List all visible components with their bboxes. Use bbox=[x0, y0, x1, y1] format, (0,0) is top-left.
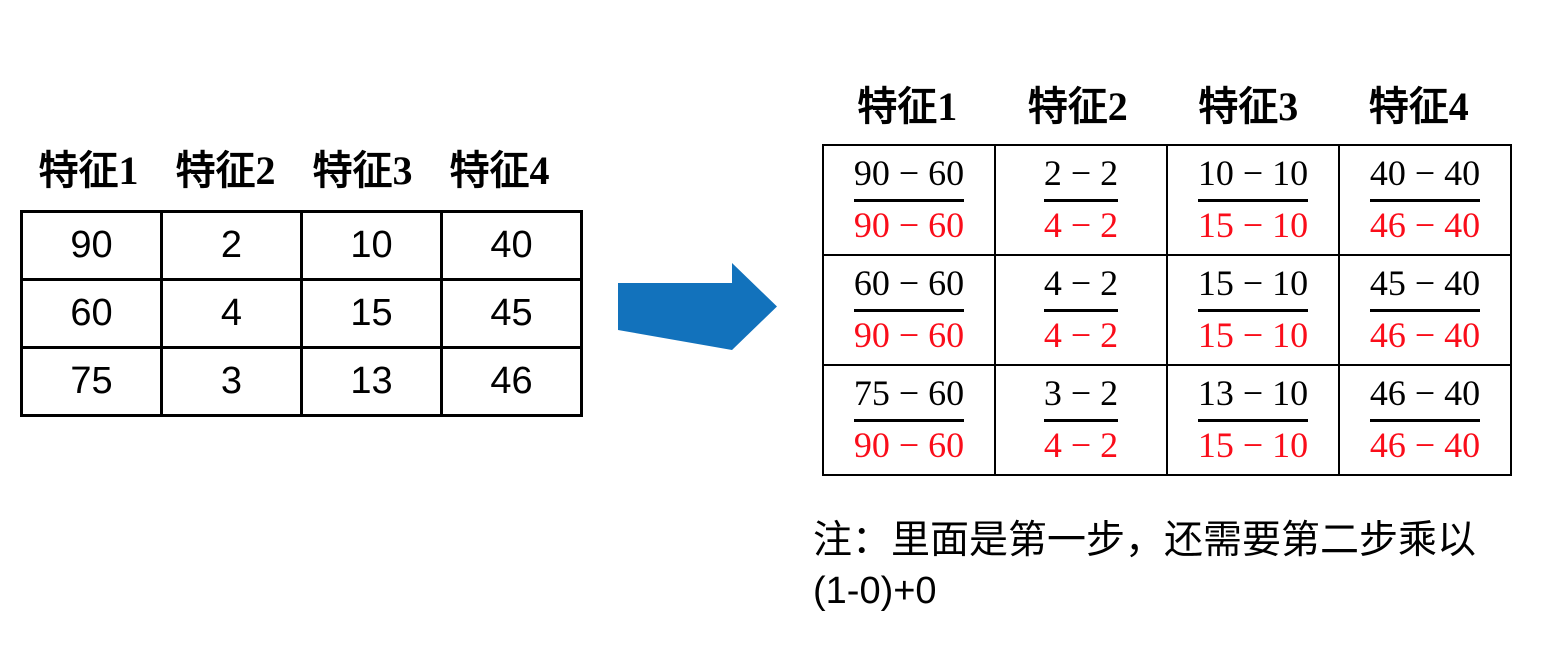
right-arrow-icon bbox=[618, 263, 777, 350]
source-table-header-row: 特征1 特征2 特征3 特征4 bbox=[20, 138, 568, 193]
fraction-denominator: 46 − 40 bbox=[1369, 425, 1481, 465]
fraction-denominator: 4 − 2 bbox=[1043, 205, 1119, 245]
source-cell: 40 bbox=[440, 210, 583, 281]
fraction-numerator: 2 − 2 bbox=[1043, 153, 1119, 194]
fraction: 60 − 60 90 − 60 bbox=[849, 263, 969, 355]
fraction-bar bbox=[1369, 199, 1481, 202]
fraction: 90 − 60 90 − 60 bbox=[849, 153, 969, 245]
source-cell: 60 bbox=[20, 278, 163, 349]
fraction: 4 − 2 4 − 2 bbox=[1039, 263, 1123, 355]
fraction-numerator: 15 − 10 bbox=[1197, 263, 1309, 304]
source-header-feature2: 特征2 bbox=[175, 148, 276, 193]
source-header-feature4: 特征4 bbox=[449, 148, 550, 193]
source-cell: 10 bbox=[300, 210, 443, 281]
fraction: 3 − 2 4 − 2 bbox=[1039, 373, 1123, 465]
fraction-bar bbox=[1369, 309, 1481, 312]
normalized-cell: 4 − 2 4 − 2 bbox=[994, 254, 1168, 366]
fraction-numerator: 45 − 40 bbox=[1369, 263, 1481, 304]
normalized-cell: 75 − 60 90 − 60 bbox=[822, 364, 996, 476]
source-data-table: 90 2 10 40 60 4 15 45 75 3 13 46 bbox=[20, 210, 583, 417]
fraction-bar bbox=[853, 309, 965, 312]
fraction-bar bbox=[1197, 199, 1309, 202]
normalized-cell: 40 − 40 46 − 40 bbox=[1338, 144, 1512, 256]
fraction-bar bbox=[1043, 199, 1119, 202]
fraction: 45 − 40 46 − 40 bbox=[1365, 263, 1485, 355]
fraction-numerator: 75 − 60 bbox=[853, 373, 965, 414]
fraction: 15 − 10 15 − 10 bbox=[1193, 263, 1313, 355]
fraction-bar bbox=[1369, 419, 1481, 422]
footnote-line2: (1-0)+0 bbox=[813, 570, 937, 612]
table-row: 90 − 60 90 − 60 2 − 2 4 − 2 10 − 10 15 −… bbox=[822, 144, 1512, 256]
fraction-numerator: 10 − 10 bbox=[1197, 153, 1309, 194]
fraction-denominator: 90 − 60 bbox=[853, 425, 965, 465]
normalized-cell: 60 − 60 90 − 60 bbox=[822, 254, 996, 366]
source-cell: 4 bbox=[160, 278, 303, 349]
table-row: 60 4 15 45 bbox=[20, 278, 583, 349]
normalized-cell: 15 − 10 15 − 10 bbox=[1166, 254, 1340, 366]
fraction-bar bbox=[1043, 309, 1119, 312]
fraction-denominator: 4 − 2 bbox=[1043, 425, 1119, 465]
normalized-cell: 13 − 10 15 − 10 bbox=[1166, 364, 1340, 476]
fraction-bar bbox=[853, 199, 965, 202]
normalized-cell: 90 − 60 90 − 60 bbox=[822, 144, 996, 256]
normalized-cell: 2 − 2 4 − 2 bbox=[994, 144, 1168, 256]
source-cell: 45 bbox=[440, 278, 583, 349]
fraction-numerator: 3 − 2 bbox=[1043, 373, 1119, 414]
normalized-cell: 3 − 2 4 − 2 bbox=[994, 364, 1168, 476]
fraction-bar bbox=[1197, 419, 1309, 422]
normalized-header-feature1: 特征1 bbox=[857, 84, 958, 129]
fraction-denominator: 15 − 10 bbox=[1197, 205, 1309, 245]
source-cell: 3 bbox=[160, 346, 303, 417]
fraction-numerator: 40 − 40 bbox=[1369, 153, 1481, 194]
fraction: 2 − 2 4 − 2 bbox=[1039, 153, 1123, 245]
fraction-numerator: 4 − 2 bbox=[1043, 263, 1119, 304]
fraction-denominator: 46 − 40 bbox=[1369, 205, 1481, 245]
source-cell: 2 bbox=[160, 210, 303, 281]
fraction-denominator: 15 − 10 bbox=[1197, 315, 1309, 355]
table-row: 75 − 60 90 − 60 3 − 2 4 − 2 13 − 10 15 −… bbox=[822, 364, 1512, 476]
normalized-header-feature2: 特征2 bbox=[1027, 84, 1128, 129]
normalized-data-table: 90 − 60 90 − 60 2 − 2 4 − 2 10 − 10 15 −… bbox=[822, 144, 1512, 476]
normalized-header-feature4: 特征4 bbox=[1368, 84, 1469, 129]
fraction-denominator: 4 − 2 bbox=[1043, 315, 1119, 355]
fraction-bar bbox=[1197, 309, 1309, 312]
fraction-bar bbox=[1043, 419, 1119, 422]
fraction: 75 − 60 90 − 60 bbox=[849, 373, 969, 465]
source-cell: 90 bbox=[20, 210, 163, 281]
fraction: 46 − 40 46 − 40 bbox=[1365, 373, 1485, 465]
fraction-numerator: 90 − 60 bbox=[853, 153, 965, 194]
normalized-table-header-row: 特征1 特征2 特征3 特征4 bbox=[822, 74, 1504, 129]
fraction: 10 − 10 15 − 10 bbox=[1193, 153, 1313, 245]
normalized-cell: 10 − 10 15 − 10 bbox=[1166, 144, 1340, 256]
fraction-denominator: 90 − 60 bbox=[853, 205, 965, 245]
fraction-denominator: 15 − 10 bbox=[1197, 425, 1309, 465]
fraction-numerator: 13 − 10 bbox=[1197, 373, 1309, 414]
source-cell: 13 bbox=[300, 346, 443, 417]
table-row: 90 2 10 40 bbox=[20, 210, 583, 281]
source-cell: 75 bbox=[20, 346, 163, 417]
fraction-denominator: 46 − 40 bbox=[1369, 315, 1481, 355]
source-cell: 46 bbox=[440, 346, 583, 417]
normalized-cell: 46 − 40 46 − 40 bbox=[1338, 364, 1512, 476]
fraction-numerator: 46 − 40 bbox=[1369, 373, 1481, 414]
footnote: 注：里面是第一步，还需要第二步乘以 (1-0)+0 bbox=[813, 516, 1553, 616]
normalized-header-feature3: 特征3 bbox=[1198, 84, 1299, 129]
fraction: 40 − 40 46 − 40 bbox=[1365, 153, 1485, 245]
source-header-feature3: 特征3 bbox=[312, 148, 413, 193]
fraction: 13 − 10 15 − 10 bbox=[1193, 373, 1313, 465]
fraction-denominator: 90 − 60 bbox=[853, 315, 965, 355]
fraction-bar bbox=[853, 419, 965, 422]
source-cell: 15 bbox=[300, 278, 443, 349]
table-row: 60 − 60 90 − 60 4 − 2 4 − 2 15 − 10 15 −… bbox=[822, 254, 1512, 366]
source-header-feature1: 特征1 bbox=[38, 148, 139, 193]
fraction-numerator: 60 − 60 bbox=[853, 263, 965, 304]
table-row: 75 3 13 46 bbox=[20, 346, 583, 417]
normalized-cell: 45 − 40 46 − 40 bbox=[1338, 254, 1512, 366]
footnote-line1: 注：里面是第一步，还需要第二步乘以 bbox=[813, 519, 1477, 562]
